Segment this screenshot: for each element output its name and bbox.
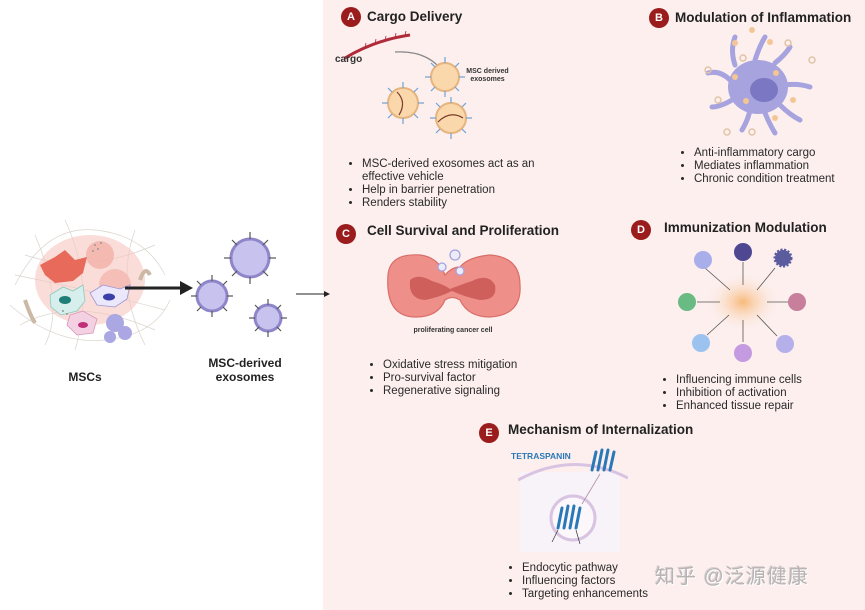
exosome-large xyxy=(224,232,276,284)
cargo-label: cargo xyxy=(335,54,363,65)
immune-cell-treg xyxy=(678,293,696,311)
arrow-msc-to-exosomes xyxy=(125,281,193,295)
macrophage-nucleus xyxy=(750,78,778,102)
immune-cell-dendritic xyxy=(773,248,793,268)
exosome-a3 xyxy=(430,97,472,139)
exosomes-illustration xyxy=(191,232,287,337)
msc-exosome-center xyxy=(705,272,781,332)
interaction-arrows xyxy=(697,262,788,342)
panel-e-bullets: Endocytic pathway Influencing factors Ta… xyxy=(508,562,712,601)
panel-b-bullets: Anti-inflammatory cargo Mediates inflamm… xyxy=(680,147,865,186)
cytokine-particles xyxy=(704,39,816,136)
zhihu-watermark: 知乎 @泛源健康 xyxy=(655,566,809,588)
panel-a-badge: A xyxy=(341,7,361,27)
secreted-particles xyxy=(62,242,102,315)
exosome-label-line2: exosomes xyxy=(215,370,275,384)
tetraspanin-internalized xyxy=(556,504,582,530)
tetraspanin-membrane xyxy=(590,448,616,472)
cargo-delivery-illustration xyxy=(344,30,472,139)
panel-e-bullet: Influencing factors xyxy=(522,575,712,588)
panel-e-title: Mechanism of Internalization xyxy=(508,422,694,437)
immune-cells-illustration xyxy=(678,243,806,362)
exosome-label-line1: MSC-derived xyxy=(208,356,282,370)
panel-b-bullet: Chronic condition treatment xyxy=(694,173,865,186)
panel-e-bullet: Targeting enhancements xyxy=(522,588,712,601)
proliferating-cancer-cell-label: proliferating cancer cell xyxy=(413,327,493,334)
panel-c-title: Cell Survival and Proliferation xyxy=(367,223,560,238)
msc-derived-exosomes-label: MSC derived exosomes xyxy=(460,68,515,84)
panel-a-title: Cargo Delivery xyxy=(367,9,463,24)
panel-a-bullet: Help in barrier penetration xyxy=(362,184,552,197)
immune-cell-bottom-left xyxy=(692,334,710,352)
exosome-left xyxy=(191,275,233,317)
immune-cell-bottom-right xyxy=(776,335,794,353)
immune-cell-bottom xyxy=(734,344,752,362)
panel-d-badge: D xyxy=(631,220,651,240)
panel-b-bullet: Mediates inflammation xyxy=(694,160,865,173)
panel-c-badge: C xyxy=(336,224,356,244)
panel-c-bullet: Oxidative stress mitigation xyxy=(383,359,573,372)
msc-derived-exosomes-label-line2: exosomes xyxy=(470,76,505,83)
msc-derived-exosomes-label-line1: MSC derived xyxy=(466,68,509,75)
immune-cell-top xyxy=(734,243,752,261)
panel-d-bullet: Inhibition of activation xyxy=(676,387,865,400)
tetraspanin-label: TETRASPANIN xyxy=(511,451,571,461)
panel-d-bullets: Influencing immune cells Inhibition of a… xyxy=(662,374,865,413)
panel-d-bullet: Influencing immune cells xyxy=(676,374,865,387)
panel-b-bullet: Anti-inflammatory cargo xyxy=(694,147,865,160)
panel-e-badge: E xyxy=(479,423,499,443)
cell-membrane xyxy=(518,463,628,482)
vesicle-cluster xyxy=(104,314,132,343)
panel-a-bullets: MSC-derived exosomes act as an effective… xyxy=(348,158,552,210)
dividing-nuclei xyxy=(409,276,496,300)
cargo-rna-strand xyxy=(344,33,411,60)
macrophage-illustration xyxy=(704,27,816,136)
proliferating-cancer-cell-illustration xyxy=(387,249,521,318)
msc-cluster-illustration xyxy=(9,219,171,351)
exosome-small xyxy=(249,299,287,337)
msc-cell-red xyxy=(40,250,87,283)
tetraspanin-internalization-illustration xyxy=(518,448,628,552)
exosome-label: MSC-derived exosomes xyxy=(195,356,295,384)
panel-d-bullet: Enhanced tissue repair xyxy=(676,400,865,413)
exosome-a2 xyxy=(382,82,424,124)
panel-a-bullet: MSC-derived exosomes act as an effective… xyxy=(362,158,552,184)
arrow-exosomes-to-panels xyxy=(296,291,330,297)
immune-cell-top-left xyxy=(694,251,712,269)
panel-e-bullet: Endocytic pathway xyxy=(522,562,712,575)
panel-d-title: Immunization Modulation xyxy=(664,220,827,235)
macrophage-pseudopods xyxy=(705,34,813,136)
msc-label: MSCs xyxy=(68,370,102,384)
exosomes-near-cell xyxy=(437,249,465,276)
panel-c-bullet: Pro-survival factor xyxy=(383,372,573,385)
panel-b-title: Modulation of Inflammation xyxy=(675,10,852,25)
immune-cell-neutrophil xyxy=(788,293,806,311)
exosome-a1 xyxy=(425,57,465,97)
anti-inflammatory-particles xyxy=(732,27,796,121)
panel-c-bullets: Oxidative stress mitigation Pro-survival… xyxy=(369,359,573,398)
panel-c-bullet: Regenerative signaling xyxy=(383,385,573,398)
panel-a-bullet: Renders stability xyxy=(362,197,552,210)
dividing-cell-body xyxy=(387,254,521,318)
panel-b-badge: B xyxy=(649,8,669,28)
